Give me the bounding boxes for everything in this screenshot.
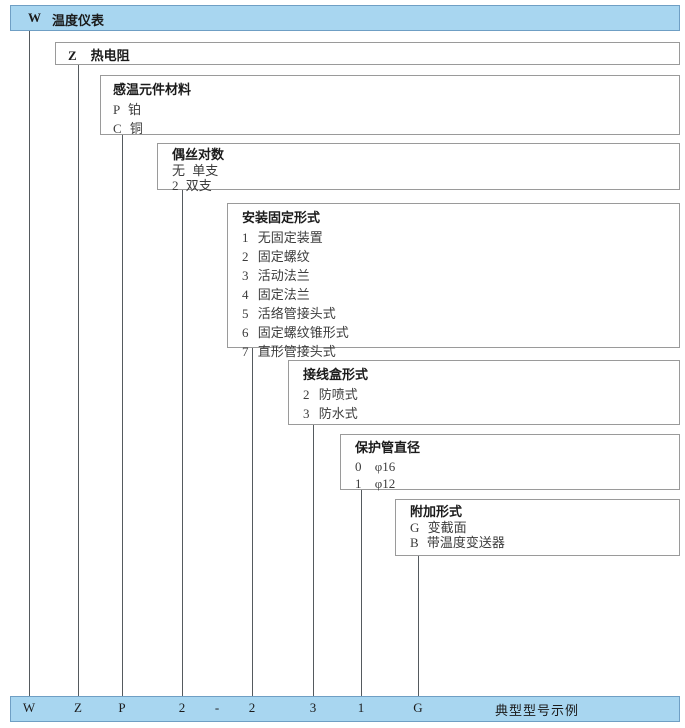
legend-code-z: Z (74, 700, 82, 715)
list-item: 1 φ12 (355, 475, 679, 492)
list-item: 2 双支 (172, 178, 679, 193)
list-item: 3 活动法兰 (242, 266, 679, 285)
list-item: 6 固定螺纹锥形式 (242, 323, 679, 342)
section-type-box: Z 热电阻 (55, 42, 680, 65)
section-sensing-element-material-box: 感温元件材料 P 铂 C 铜 (100, 75, 680, 138)
list-item: P 铂 (113, 100, 679, 119)
list-item: 4 固定法兰 (242, 285, 679, 304)
item-code: 4 (242, 287, 249, 302)
item-label: 单支 (192, 163, 219, 178)
item-label: 铜 (129, 121, 143, 136)
item-code: 2 (303, 387, 310, 402)
list-item: 无 单支 (172, 163, 679, 178)
section-sensing-element-material-title: 感温元件材料 (113, 82, 192, 97)
legend-code-2a: 2 (178, 700, 186, 715)
item-label: 活动法兰 (257, 268, 310, 283)
item-label: 防水式 (318, 406, 358, 421)
item-code: C (113, 121, 122, 136)
section-protection-tube-diameter-box: 保护管直径 0 φ16 1 φ12 (340, 434, 680, 492)
list-item: 2 防喷式 (303, 385, 679, 404)
connector-line-w (29, 30, 30, 696)
legend-code-2b: 2 (248, 700, 256, 715)
item-label: 固定螺纹锥形式 (257, 325, 349, 340)
item-label: 带温度变送器 (426, 535, 505, 550)
item-code: G (410, 520, 420, 535)
legend-code-w: W (22, 700, 36, 715)
item-code: 2 (172, 178, 179, 193)
header-bar (10, 5, 680, 31)
list-item: B 带温度变送器 (410, 535, 679, 550)
item-code: 1 (355, 476, 362, 491)
list-item: 5 活络管接头式 (242, 304, 679, 323)
list-item: 2 固定螺纹 (242, 247, 679, 266)
list-item: C 铜 (113, 119, 679, 138)
item-code: 1 (242, 230, 249, 245)
item-label: 活络管接头式 (257, 306, 336, 321)
list-item: 7 直形管接头式 (242, 342, 679, 361)
item-label: 固定螺纹 (257, 249, 310, 264)
list-item: 0 φ16 (355, 458, 679, 475)
section-protection-tube-diameter-title: 保护管直径 (355, 440, 421, 455)
connector-line-z (78, 64, 79, 696)
section-additional-type-title: 附加形式 (410, 504, 463, 519)
legend-bar (10, 696, 680, 722)
connector-line-2b (252, 348, 253, 696)
item-code: 0 (355, 459, 362, 474)
item-code: 6 (242, 325, 249, 340)
section-junction-box-type-title: 接线盒形式 (303, 367, 369, 382)
legend-code-p: P (118, 700, 126, 715)
item-label: 固定法兰 (257, 287, 310, 302)
list-item: 1 无固定装置 (242, 228, 679, 247)
connector-line-p (122, 135, 123, 696)
connector-line-1 (361, 490, 362, 696)
item-label: φ16 (374, 459, 396, 474)
connector-line-g (418, 556, 419, 696)
section-additional-type-box: 附加形式 G 变截面 B 带温度变送器 (395, 499, 680, 556)
item-code: 3 (242, 268, 249, 283)
legend-code-1: 1 (357, 700, 365, 715)
section-mounting-fixing-type-box: 安装固定形式 1 无固定装置 2 固定螺纹 3 活动法兰 4 固定法兰 5 活络… (227, 203, 680, 359)
item-label: 防喷式 (318, 387, 358, 402)
item-label: 双支 (185, 178, 212, 193)
section-wire-pairs-title: 偶丝对数 (172, 147, 225, 162)
item-code: B (410, 535, 419, 550)
legend-separator-dash: - (214, 700, 220, 715)
legend-code-3: 3 (309, 700, 317, 715)
item-code: P (113, 102, 120, 117)
legend-code-g: G (413, 700, 423, 715)
item-label: φ12 (374, 476, 396, 491)
section-wire-pairs-box: 偶丝对数 无 单支 2 双支 (157, 143, 680, 193)
item-label: 直形管接头式 (257, 344, 336, 359)
section-type-code: Z (68, 48, 77, 63)
list-item: G 变截面 (410, 520, 679, 535)
section-type-label: 热电阻 (90, 48, 130, 63)
item-label: 铂 (128, 102, 142, 117)
item-code: 无 (172, 163, 186, 178)
list-item: 3 防水式 (303, 404, 679, 423)
connector-line-2a (182, 190, 183, 696)
section-junction-box-type-box: 接线盒形式 2 防喷式 3 防水式 (288, 360, 680, 425)
header-label: 温度仪表 (52, 13, 105, 28)
connector-line-3 (313, 425, 314, 696)
item-code: 7 (242, 344, 249, 359)
item-label: 无固定装置 (257, 230, 323, 245)
item-code: 3 (303, 406, 310, 421)
section-mounting-fixing-type-title: 安装固定形式 (242, 210, 321, 225)
item-label: 变截面 (427, 520, 467, 535)
item-code: 2 (242, 249, 249, 264)
header-code: W (28, 10, 41, 25)
item-code: 5 (242, 306, 249, 321)
legend-note: 典型型号示例 (495, 703, 580, 718)
